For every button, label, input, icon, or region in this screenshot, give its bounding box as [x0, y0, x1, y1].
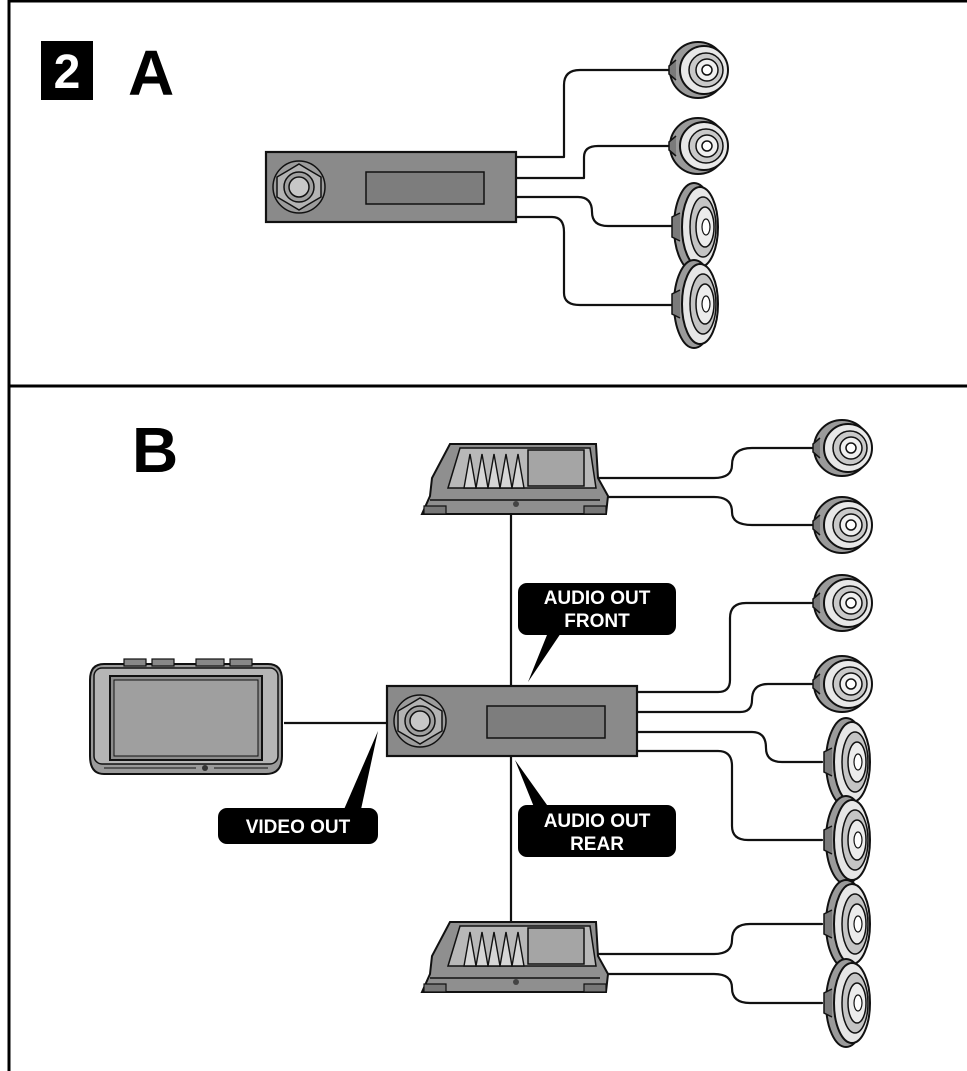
- tweeter-icon: [812, 574, 873, 632]
- audio-out-rear-label: AUDIO OUT REAR: [515, 760, 676, 857]
- oval-speaker-icon: [823, 958, 871, 1048]
- wire-a3: [514, 195, 674, 228]
- step-badge: [41, 41, 93, 100]
- section-a-letter: A: [128, 37, 174, 109]
- video-monitor-icon: [89, 658, 283, 775]
- head-unit-a: [264, 150, 518, 224]
- audio-out-front-label: AUDIO OUT FRONT: [518, 583, 676, 682]
- tweeter-icon: [668, 41, 729, 99]
- wire-b4: [634, 682, 820, 714]
- wire-b3: [634, 601, 820, 694]
- wire-a2: [514, 144, 674, 180]
- wire-b5: [634, 730, 824, 764]
- section-a: [264, 41, 729, 349]
- audio-out-front-text-2: FRONT: [564, 611, 630, 632]
- oval-speaker-icon: [671, 259, 719, 349]
- tweeter-icon: [812, 419, 873, 477]
- wire-b7: [594, 922, 824, 956]
- tweeter-icon: [812, 655, 873, 713]
- oval-speaker-icon: [671, 182, 719, 272]
- section-b-letter: B: [132, 414, 178, 486]
- oval-speaker-icon: [823, 717, 871, 807]
- tweeter-icon: [668, 117, 729, 175]
- wire-a1: [514, 68, 674, 159]
- video-out-text: VIDEO OUT: [246, 817, 351, 838]
- head-unit-b: [385, 684, 639, 758]
- wire-b8: [594, 972, 824, 1005]
- wire-a4: [514, 215, 674, 307]
- audio-out-rear-text-2: REAR: [570, 834, 624, 855]
- oval-speaker-icon: [823, 879, 871, 969]
- tweeter-icon: [812, 496, 873, 554]
- wire-b2: [594, 495, 820, 527]
- oval-speaker-icon: [823, 795, 871, 885]
- video-out-label: VIDEO OUT: [218, 731, 378, 844]
- power-amplifier-icon: [421, 921, 609, 993]
- wire-b6: [634, 749, 824, 842]
- audio-out-rear-text-1: AUDIO OUT: [544, 811, 651, 832]
- outer-frame: [7, 0, 967, 1071]
- audio-out-front-text-1: AUDIO OUT: [544, 588, 651, 609]
- section-b: AUDIO OUT FRONT AUDIO OUT REAR VIDEO OUT: [89, 419, 873, 1048]
- power-amplifier-icon: [421, 443, 609, 515]
- step-number: 2: [54, 46, 81, 99]
- wire-b1: [594, 446, 820, 480]
